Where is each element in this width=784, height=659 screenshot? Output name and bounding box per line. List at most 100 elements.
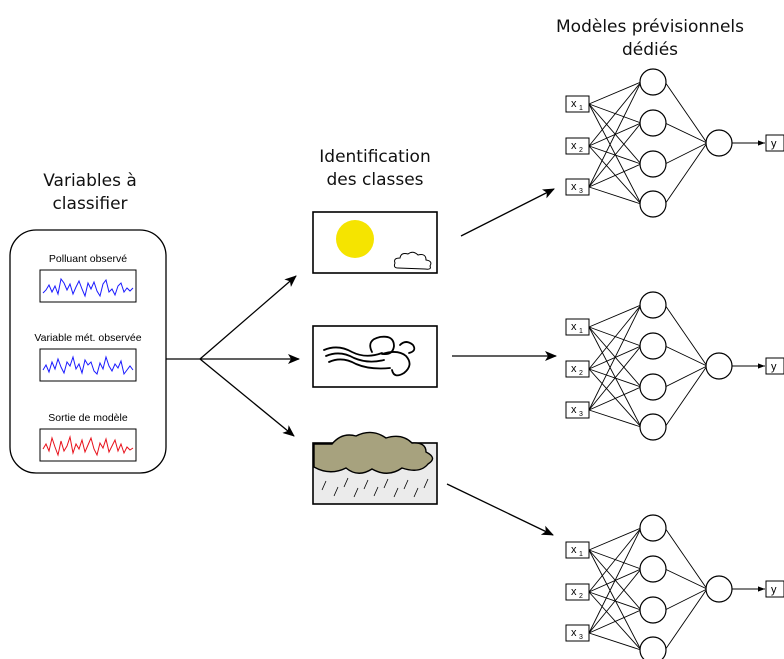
class-rain (312, 431, 438, 505)
connection-line (588, 81, 642, 147)
connection-line (588, 345, 642, 411)
connection-line (588, 632, 642, 651)
input-node-label: x (571, 321, 577, 333)
connection-line (588, 568, 642, 634)
rain-cloud-icon (313, 431, 434, 474)
output-node-label: y (771, 361, 777, 373)
hidden-neuron (639, 332, 667, 360)
input-node-subscript: 3 (579, 411, 583, 418)
connection-line (664, 142, 708, 205)
input-node-label: x (571, 363, 577, 375)
hidden-neuron (639, 291, 667, 319)
connection-line (664, 304, 708, 367)
hidden-neuron (639, 555, 667, 583)
variables-heading-line1: Variables à (43, 171, 137, 191)
connection-line (588, 304, 642, 328)
hidden-neuron (639, 68, 667, 96)
input-node-label: x (571, 98, 577, 110)
connection-line (588, 527, 642, 634)
connection-line (588, 386, 642, 411)
variable-label-polluant: Polluant observé (49, 253, 127, 265)
connection-line (664, 345, 708, 367)
hidden-neuron (639, 150, 667, 178)
connection-line (664, 588, 708, 651)
series-line-modele (42, 435, 134, 457)
input-node-subscript: 2 (579, 593, 583, 600)
identification-heading: Identification des classes (300, 146, 450, 192)
output-node-label: y (771, 584, 777, 596)
input-node-box (565, 178, 590, 196)
connection-line (588, 304, 642, 411)
sun-icon (336, 220, 374, 258)
input-node-label: x (571, 404, 577, 416)
connection-line (588, 81, 642, 188)
input-node-subscript: 1 (579, 105, 583, 112)
connection-line (588, 609, 642, 634)
arrow-to-network-3 (446, 483, 554, 536)
input-node-label: x (571, 586, 577, 598)
connection-line (664, 365, 708, 388)
input-node-box (565, 541, 590, 559)
hidden-neuron (639, 109, 667, 137)
connection-line (664, 81, 708, 144)
hidden-neuron (639, 190, 667, 218)
identification-heading-line1: Identification (319, 147, 431, 167)
modeles-heading-line1: Modèles prévisionnels (556, 17, 744, 37)
input-node-subscript: 2 (579, 370, 583, 377)
input-node-box (565, 624, 590, 642)
input-node-subscript: 2 (579, 147, 583, 154)
connection-line (588, 122, 642, 188)
connection-line (588, 326, 642, 428)
hidden-neuron (639, 514, 667, 542)
variable-modele: Sortie de modèle (39, 412, 137, 462)
input-node-box (565, 318, 590, 336)
connection-line (664, 568, 708, 590)
output-node-box (765, 580, 784, 598)
input-node-box (565, 95, 590, 113)
connection-line (664, 527, 708, 590)
output-node-label: y (771, 138, 777, 150)
output-node-box (765, 357, 784, 375)
output-neuron (705, 129, 733, 157)
connection-line (664, 588, 708, 611)
input-node-box (565, 583, 590, 601)
hidden-neuron (639, 373, 667, 401)
series-line-polluant (42, 277, 134, 298)
small-cloud-icon (393, 251, 432, 270)
wind-swirl-icon (323, 335, 416, 377)
arrow-to-network-1 (460, 188, 555, 237)
connection-line (588, 145, 642, 205)
variables-heading-line2: classifier (52, 194, 128, 214)
input-node-label: x (571, 140, 577, 152)
connection-line (588, 409, 642, 428)
input-node-subscript: 1 (579, 551, 583, 558)
variable-label-meteo: Variable mét. observée (34, 332, 141, 344)
input-node-box (565, 137, 590, 155)
variable-polluant: Polluant observé (39, 253, 137, 303)
input-node-box (565, 360, 590, 378)
input-node-subscript: 3 (579, 634, 583, 641)
input-node-label: x (571, 544, 577, 556)
connection-line (588, 163, 642, 188)
model-arrows (446, 188, 557, 536)
variables-heading: Variables à classifier (20, 170, 160, 216)
input-node-subscript: 1 (579, 328, 583, 335)
input-node-label: x (571, 627, 577, 639)
output-neuron (705, 575, 733, 603)
variable-label-modele: Sortie de modèle (48, 412, 128, 424)
arrow-to-rain-class (199, 358, 295, 437)
connection-line (588, 81, 642, 105)
output-neuron (705, 352, 733, 380)
connection-line (588, 591, 642, 651)
variable-meteo: Variable mét. observée (34, 332, 142, 382)
connection-line (588, 527, 642, 593)
class-wind (312, 325, 438, 388)
connection-line (588, 527, 642, 551)
rain-streaks-icon (321, 477, 429, 498)
connection-line (664, 142, 708, 165)
